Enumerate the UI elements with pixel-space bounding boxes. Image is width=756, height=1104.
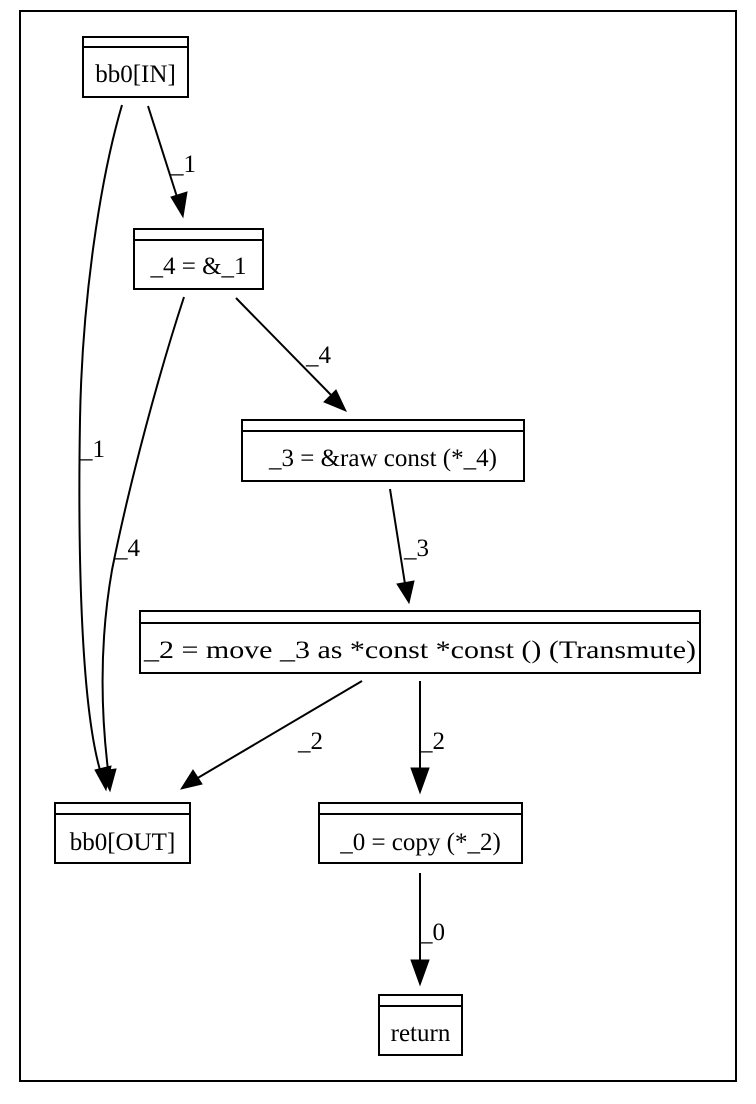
node-label: bb0[OUT] bbox=[70, 829, 176, 856]
edge-label: _2 bbox=[297, 728, 323, 755]
edge-line bbox=[101, 296, 185, 771]
node-stmt-4: _4 = &_1 bbox=[133, 228, 264, 290]
edge-arrowhead bbox=[396, 580, 415, 605]
node-return: return bbox=[378, 994, 463, 1056]
edge-stmt-2-to-stmt-0: _2 bbox=[410, 681, 445, 795]
edge-label: _4 bbox=[114, 535, 141, 562]
node-label: return bbox=[391, 1020, 451, 1047]
edge-stmt-2-to-bb0-out: _2 bbox=[179, 680, 363, 790]
edge-arrowhead bbox=[170, 191, 188, 219]
node-stmt-0: _0 = copy (*_2) bbox=[318, 802, 523, 864]
node-stmt-2: _2 = move _3 as *const *const () (Transm… bbox=[139, 610, 701, 674]
node-label: _0 = copy (*_2) bbox=[339, 829, 501, 856]
node-label: _4 = &_1 bbox=[149, 253, 246, 280]
node-label: _2 = move _3 as *const *const () (Transm… bbox=[143, 637, 696, 664]
node-label: bb0[IN] bbox=[95, 61, 176, 88]
node-stmt-3: _3 = &raw const (*_4) bbox=[241, 419, 525, 482]
edge-stmt-4-to-bb0-out: _4 bbox=[99, 296, 185, 793]
edge-line bbox=[235, 297, 333, 397]
edge-label: _3 bbox=[403, 535, 429, 562]
edge-arrowhead bbox=[410, 959, 430, 987]
edge-line bbox=[389, 488, 406, 585]
node-label: _3 = &raw const (*_4) bbox=[268, 445, 497, 472]
edge-line bbox=[78, 104, 123, 771]
edge-label: _1 bbox=[79, 436, 105, 463]
edge-label: _0 bbox=[419, 919, 445, 946]
edge-line bbox=[195, 680, 363, 780]
edge-bb0-in-to-stmt-4: _1 bbox=[147, 105, 196, 219]
edge-arrowhead bbox=[179, 769, 203, 790]
node-bb0-in: bb0[IN] bbox=[82, 36, 189, 98]
edge-label: _4 bbox=[305, 342, 332, 369]
edge-line bbox=[147, 105, 179, 201]
edge-stmt-3-to-stmt-2: _3 bbox=[389, 488, 429, 605]
edge-label: _1 bbox=[170, 151, 196, 178]
graph-frame bbox=[19, 10, 737, 1082]
edge-arrowhead bbox=[99, 768, 117, 793]
edge-label: _2 bbox=[419, 728, 445, 755]
edge-stmt-0-to-return: _0 bbox=[410, 873, 445, 987]
edge-arrowhead bbox=[323, 389, 348, 412]
edge-arrowhead bbox=[410, 767, 430, 795]
node-bb0-out: bb0[OUT] bbox=[54, 802, 191, 864]
edge-stmt-4-to-stmt-3: _4 bbox=[235, 297, 348, 412]
